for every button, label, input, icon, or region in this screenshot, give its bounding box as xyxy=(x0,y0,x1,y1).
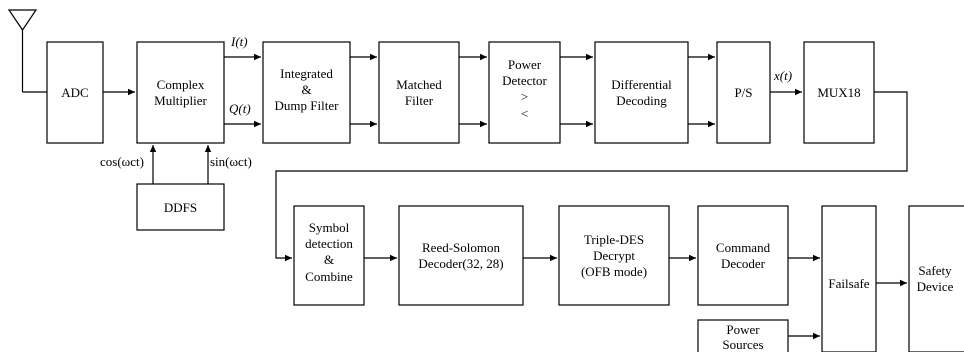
power-sources-label-2: Sources xyxy=(722,337,763,352)
ps-label: P/S xyxy=(734,85,752,100)
adc-label: ADC xyxy=(61,85,88,100)
cos-signal-label: cos(ωct) xyxy=(100,154,144,169)
integrate-dump-label-1: Integrated xyxy=(280,66,333,81)
differential-decoding-label-2: Decoding xyxy=(616,93,667,108)
symbol-detection-label-3: & xyxy=(324,252,334,267)
failsafe-block: Failsafe xyxy=(821,205,877,352)
triple-des-label-1: Triple-DES xyxy=(584,232,644,247)
triple-des-label-2: Decrypt xyxy=(593,248,635,263)
power-detector-label-3: > xyxy=(521,89,528,104)
integrate-dump-block: Integrated & Dump Filter xyxy=(262,41,351,144)
power-sources-label-1: Power xyxy=(726,322,760,337)
command-decoder-label-2: Decoder xyxy=(721,256,766,271)
reed-solomon-label-2: Decoder(32, 28) xyxy=(418,256,503,271)
safety-device-label-2: Device xyxy=(917,279,954,294)
differential-decoding-block: Differential Decoding xyxy=(594,41,689,144)
antenna-icon xyxy=(7,9,38,92)
symbol-detection-label-2: detection xyxy=(305,236,353,251)
reed-solomon-block: Reed-Solomon Decoder(32, 28) xyxy=(398,205,524,306)
matched-filter-block: Matched Filter xyxy=(378,41,460,144)
command-decoder-block: Command Decoder xyxy=(697,205,789,306)
matched-filter-label-2: Filter xyxy=(405,93,434,108)
reed-solomon-label-1: Reed-Solomon xyxy=(422,240,500,255)
power-detector-label-4: < xyxy=(521,106,528,121)
differential-decoding-label-1: Differential xyxy=(611,77,672,92)
x-signal-label: x(t) xyxy=(773,68,792,83)
ps-block: P/S xyxy=(716,41,771,144)
power-detector-label-2: Detector xyxy=(502,73,547,88)
triple-des-label-3: (OFB mode) xyxy=(581,264,647,279)
safety-device-block: Safety Device xyxy=(908,205,964,352)
complex-multiplier-label-2: Multiplier xyxy=(154,93,207,108)
safety-device-label-1: Safety xyxy=(918,263,952,278)
i-signal-label: I(t) xyxy=(230,34,248,49)
mux-block: MUX18 xyxy=(803,41,875,144)
complex-multiplier-label-1: Complex xyxy=(157,77,205,92)
adc-block: ADC xyxy=(46,41,104,144)
symbol-detection-label-1: Symbol xyxy=(309,220,350,235)
symbol-detection-block: Symbol detection & Combine xyxy=(293,205,365,306)
power-detector-block: Power Detector > < xyxy=(488,41,561,144)
integrate-dump-label-2: & xyxy=(301,82,311,97)
power-detector-label-1: Power xyxy=(508,57,542,72)
mux-label: MUX18 xyxy=(817,85,860,100)
power-sources-block: Power Sources xyxy=(697,319,789,352)
symbol-detection-label-4: Combine xyxy=(305,269,353,284)
complex-multiplier-block: Complex Multiplier xyxy=(136,41,225,144)
ddfs-block: DDFS xyxy=(136,183,225,231)
failsafe-label: Failsafe xyxy=(828,276,869,291)
integrate-dump-label-3: Dump Filter xyxy=(275,98,340,113)
ddfs-label: DDFS xyxy=(164,200,197,215)
signal-wires xyxy=(22,53,908,340)
sin-signal-label: sin(ωct) xyxy=(210,154,252,169)
matched-filter-label-1: Matched xyxy=(396,77,442,92)
triple-des-block: Triple-DES Decrypt (OFB mode) xyxy=(558,205,670,306)
command-decoder-label-1: Command xyxy=(716,240,771,255)
q-signal-label: Q(t) xyxy=(229,101,251,116)
